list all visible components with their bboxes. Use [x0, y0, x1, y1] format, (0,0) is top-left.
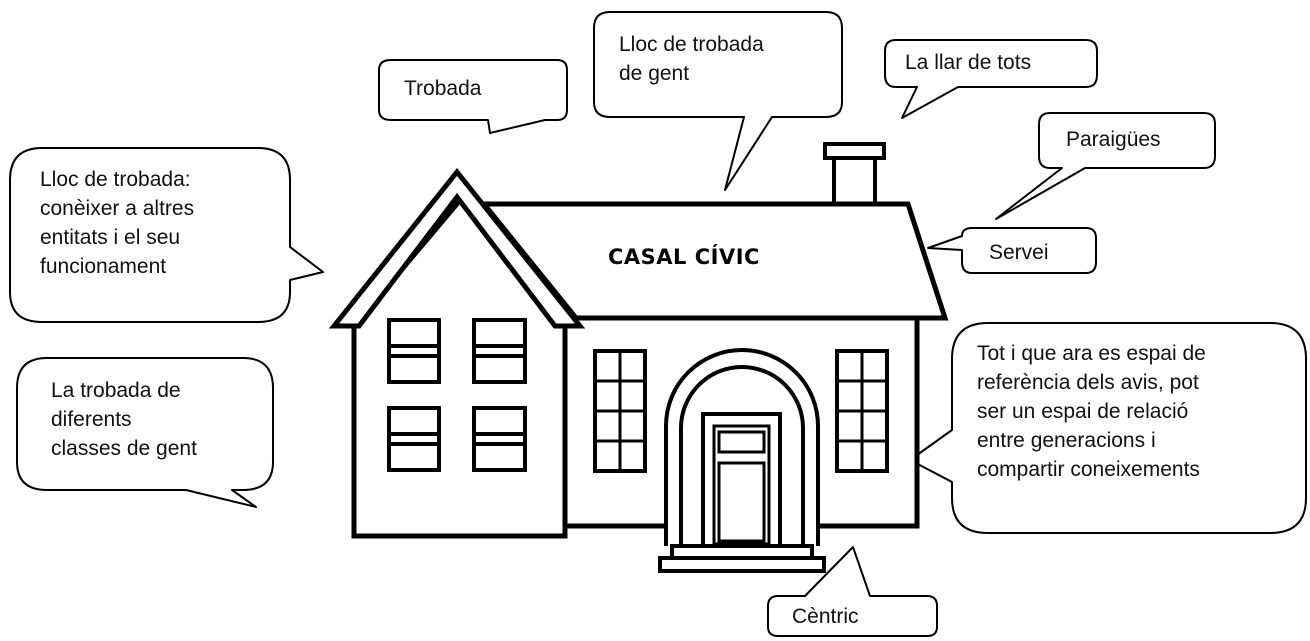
gable-window-bottom-right: [472, 406, 527, 472]
callout-llar-de-tots-text: La llar de tots: [905, 51, 1032, 74]
callout-servei-bubble: [927, 227, 1097, 274]
callout-llar-de-tots-bubble: [884, 39, 1098, 119]
callout-centric-bubble: [767, 546, 938, 637]
chimney-stack: [832, 156, 877, 206]
callout-trobada-classes-text: La trobada de diferents classes de gent: [51, 379, 197, 460]
callout-servei-text: Servei: [989, 241, 1049, 264]
gable-window-top-left: [387, 318, 441, 384]
callout-trobada-text: Trobada: [404, 77, 482, 100]
callout-paraigues-bubble: [995, 112, 1216, 220]
callout-paraigues-text: Paraigües: [1066, 128, 1161, 151]
callout-lloc-trobada-entitats-bubble: [9, 147, 324, 323]
gable-window-bottom-left: [387, 406, 441, 472]
front-step-bottom: [658, 556, 826, 573]
callout-trobada-bubble: [378, 59, 568, 134]
callout-lloc-trobada-entitats-text: Lloc de trobada: conèixer a altres entit…: [40, 168, 195, 278]
chimney: [823, 142, 886, 160]
door-transom: [717, 430, 766, 454]
house-drawing: [328, 142, 949, 573]
gable-window-top-right: [472, 318, 527, 384]
door-panel: [717, 461, 766, 543]
callout-relacio-generacions-bubble: [909, 322, 1307, 534]
callout-lloc-trobada-gent-text: Lloc de trobada de gent: [619, 33, 764, 85]
callout-trobada-classes-bubble: [16, 357, 274, 508]
gable-roof-outer: [328, 167, 586, 329]
house-label: CASAL CÍVIC: [608, 245, 760, 269]
callout-relacio-generacions-text: Tot i que ara es espai de referència del…: [977, 342, 1206, 481]
callout-lloc-trobada-gent-bubble: [593, 11, 843, 191]
callout-centric-text: Cèntric: [792, 605, 859, 628]
